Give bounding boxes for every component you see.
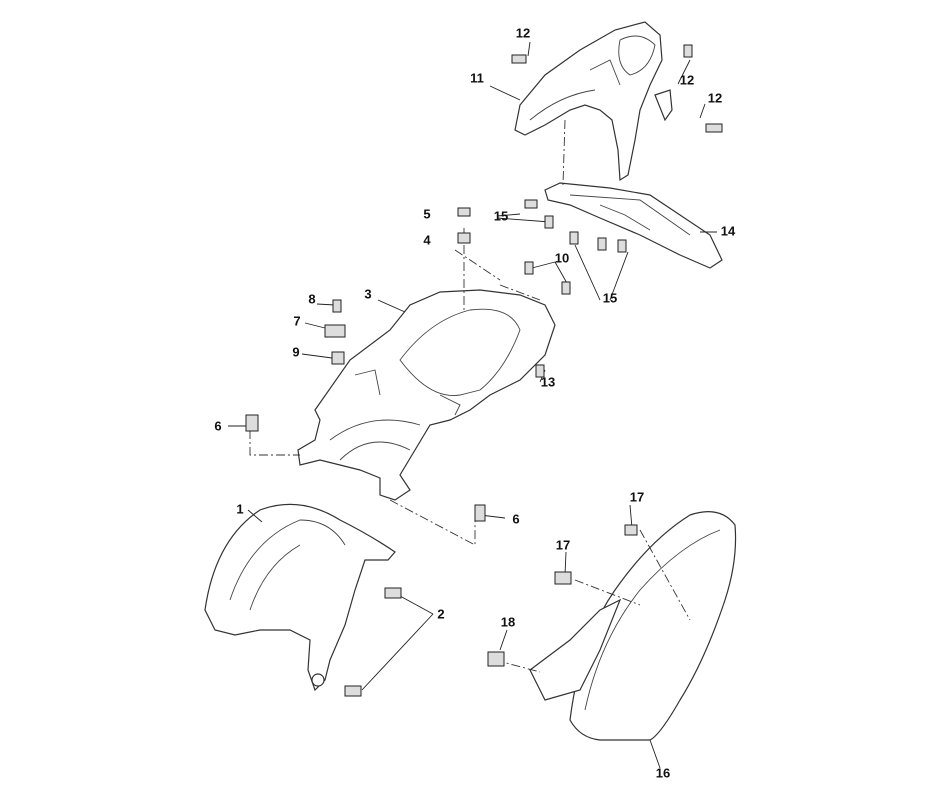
callout-12: 12 [707,90,723,106]
callout-14: 14 [720,223,736,239]
callout-7: 7 [293,313,301,329]
callout-6: 6 [512,511,520,527]
callout-2: 2 [437,606,445,622]
callout-18: 18 [500,614,516,630]
part-11-grab-rail [514,21,673,182]
callout-10: 10 [554,250,570,266]
callout-6: 6 [214,418,222,434]
callout-3: 3 [364,286,372,302]
callout-17: 17 [629,489,645,505]
callout-16: 16 [655,765,671,781]
part-1-front-fender [204,503,396,692]
callout-13: 13 [540,374,556,390]
part-14-tail-bracket [544,182,723,269]
callout-12: 12 [515,25,531,41]
leader-lines [228,41,717,769]
callout-11: 11 [470,70,484,86]
callout-12: 12 [679,72,695,88]
part-16-rear-hugger [529,511,737,741]
callout-9: 9 [292,344,300,360]
callout-5: 5 [423,206,431,222]
callout-17: 17 [555,537,571,553]
fasteners [245,44,723,697]
callout-4: 4 [423,232,431,248]
callout-15: 15 [602,290,618,306]
callout-1: 1 [236,501,244,517]
callout-15: 15 [493,208,509,224]
part-3-inner-fender [297,289,556,501]
callout-8: 8 [308,291,316,307]
